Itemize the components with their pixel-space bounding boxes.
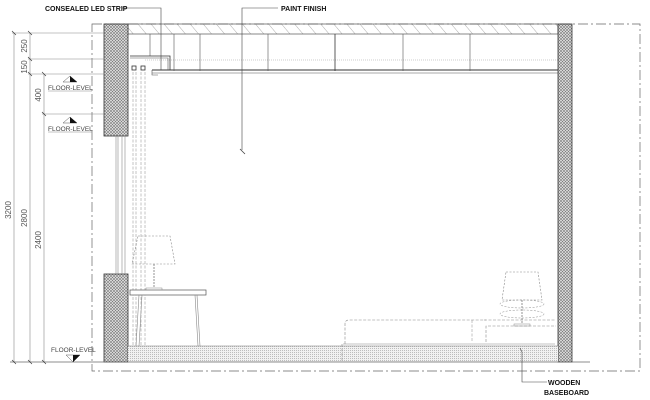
leader-baseboard [519, 347, 547, 383]
label-baseboard-line2: BASEBOARD [544, 390, 589, 397]
label-floor-level-3: FLOOR-LEVEL [51, 347, 96, 354]
right-wall [557, 23, 573, 363]
level-marker-2 [48, 116, 92, 133]
label-floor-level-2: FLOOR-LEVEL [48, 126, 93, 133]
label-baseboard-line1: WOODEN [548, 380, 580, 387]
desk-lamp [131, 235, 176, 291]
level-marker-3 [65, 354, 81, 363]
dim-2800: 2800 [20, 209, 29, 227]
left-wall [103, 23, 129, 363]
label-paint-finish: PAINT FINISH [281, 6, 326, 13]
ceiling-slab [127, 23, 559, 35]
dimension-lines [11, 30, 104, 365]
dim-250: 250 [20, 39, 29, 53]
label-led-strip: CONSEALED LED STRIP [45, 6, 128, 13]
dim-3200: 3200 [4, 201, 13, 219]
bedside-lamp [499, 271, 545, 327]
dim-150: 150 [20, 60, 29, 74]
floor [10, 345, 590, 363]
suspended-ceiling [130, 34, 558, 76]
curtain [132, 72, 146, 360]
level-marker-1 [48, 75, 92, 92]
leader-led-strip [122, 7, 162, 70]
leader-paint-finish [239, 7, 278, 155]
desk [129, 289, 207, 347]
bed [341, 319, 556, 362]
dim-400: 400 [34, 88, 43, 102]
dim-2400: 2400 [34, 231, 43, 249]
label-floor-level-1: FLOOR-LEVEL [48, 85, 93, 92]
